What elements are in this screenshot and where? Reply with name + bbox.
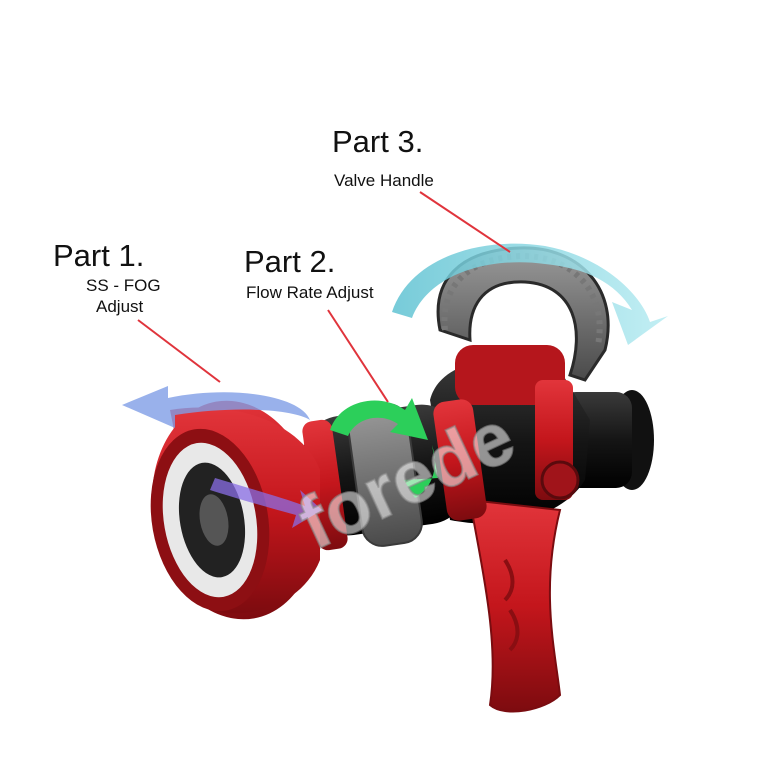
part-2-title: Part 2. [244,244,336,279]
flow-rotation-arrow-icon [330,398,438,498]
valve-body [430,345,590,524]
part-3-title: Part 3. [332,124,424,159]
part-1-title: Part 1. [53,238,145,273]
part-2-subtitle: Flow Rate Adjust [246,283,374,302]
part-3-subtitle: Valve Handle [334,171,434,190]
pistol-grip [468,498,562,713]
part-1-subtitle-line1: SS - FOG [86,276,161,295]
valve-rotation-arrow-icon [392,243,668,345]
leader-lines [137,191,511,403]
nozzle-head [150,400,320,620]
part-1-subtitle-line2: Adjust [96,297,144,316]
fog-rotation-arrow-icon [122,386,322,528]
